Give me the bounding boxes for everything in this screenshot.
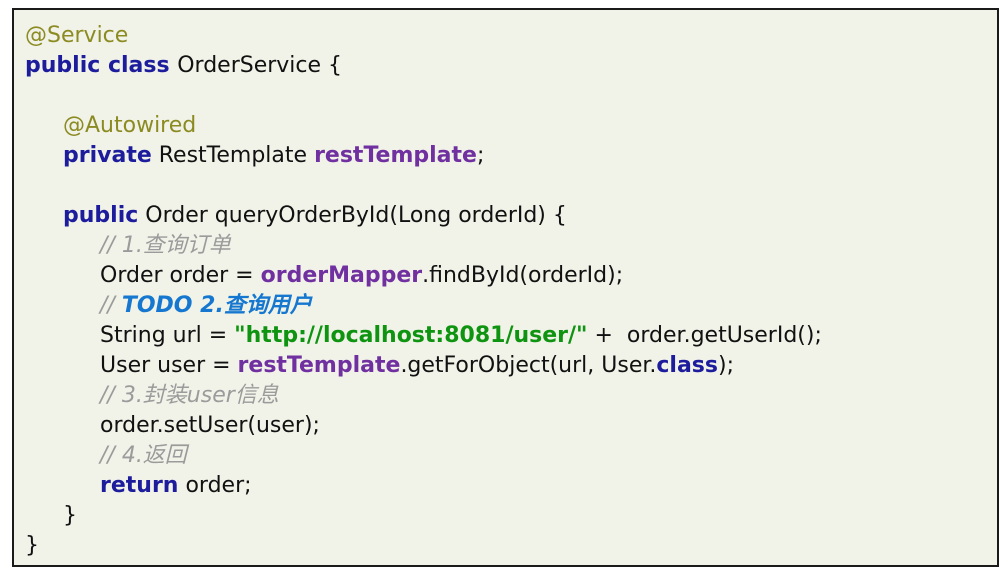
code-token-keyword: class [656,353,718,378]
code-panel: @Service public class OrderService { @Aut… [12,8,999,567]
code-token-keyword: private [63,143,152,168]
code-token-plain: } [25,533,39,558]
code-token-plain: } [63,503,77,528]
code-line: @Autowired [14,111,997,141]
code-line: public Order queryOrderById(Long orderId… [14,201,997,231]
code-token-plain: ; [476,143,485,168]
code-line: } [14,531,997,561]
code-block: @Service public class OrderService { @Aut… [14,10,997,561]
code-token-plain: User user = [100,353,238,378]
code-line: // TODO 2.查询用户 [14,291,997,321]
code-line: // 4.返回 [14,441,997,471]
code-token-plain: + order.getUserId(); [587,323,822,348]
code-line: } [14,501,997,531]
code-token-plain: OrderService { [177,53,343,78]
code-line: order.setUser(user); [14,411,997,441]
code-line: Order order = orderMapper.findById(order… [14,261,997,291]
code-token-keyword: return [100,473,179,498]
code-token-keyword: public [63,203,139,228]
code-line [14,81,997,111]
code-token-plain: order.setUser(user); [100,413,320,438]
code-token-string: "http://localhost:8081/user/" [234,323,588,348]
code-line: User user = restTemplate.getForObject(ur… [14,351,997,381]
code-token-keyword: public class [25,53,178,78]
code-token-plain: .findById(orderId); [422,263,624,288]
code-line: String url = "http://localhost:8081/user… [14,321,997,351]
code-token-comment: // [100,293,122,318]
code-token-comment: // 4.返回 [100,443,187,468]
code-token-todo: TODO 2.查询用户 [121,293,312,318]
code-token-plain: .getForObject(url, User. [400,353,657,378]
code-token-annotation: @Autowired [63,113,197,138]
code-line: private RestTemplate restTemplate; [14,141,997,171]
code-line: public class OrderService { [14,51,997,81]
code-token-plain: ); [718,353,734,378]
code-line: // 3.封装user信息 [14,381,997,411]
code-line: return order; [14,471,997,501]
code-token-comment: // 3.封装user信息 [100,383,279,408]
code-token-field: restTemplate [237,353,401,378]
code-token-plain: Order order = [100,263,261,288]
code-line: @Service [14,21,997,51]
code-token-field: orderMapper [260,263,423,288]
code-token-plain: order; [178,473,252,498]
code-line [14,171,997,201]
code-line: // 1.查询订单 [14,231,997,261]
code-token-comment: // 1.查询订单 [100,233,231,258]
code-token-plain: String url = [100,323,235,348]
code-token-annotation: @Service [25,23,129,48]
code-token-plain: Order queryOrderById(Long orderId) { [138,203,567,228]
code-token-field: restTemplate [314,143,477,168]
code-token-plain: RestTemplate [151,143,315,168]
